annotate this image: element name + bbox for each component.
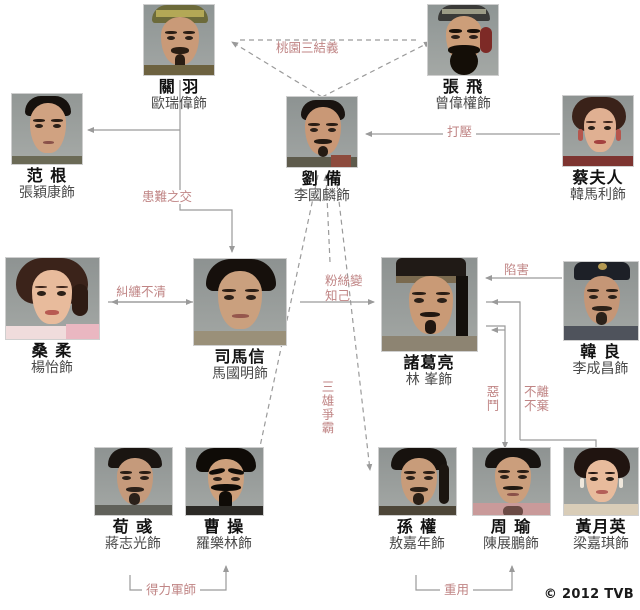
- relation-label-suppress: 打壓: [443, 125, 477, 139]
- copyright-notice: © 2012 TVB: [543, 587, 634, 602]
- character-actor: 李成昌飾: [572, 361, 629, 378]
- character-photo-zhangfei[interactable]: [427, 4, 499, 76]
- relation-label-line1: 粉絲變: [325, 273, 363, 288]
- character-photo-liubei[interactable]: [286, 96, 358, 168]
- character-actor: 韓馬利飾: [570, 187, 626, 204]
- character-card-sunquan[interactable]: 孫 權 敖嘉年飾: [376, 447, 458, 552]
- character-card-caocao[interactable]: 曹 操 羅樂林飾: [183, 447, 265, 552]
- character-actor: 陳展鵬飾: [483, 536, 539, 553]
- character-card-hanliang[interactable]: 韓 良 李成昌飾: [561, 261, 640, 377]
- character-name: 蔡夫人: [572, 168, 624, 187]
- character-photo-sunquan[interactable]: [377, 447, 457, 516]
- relation-label-sworn-brothers: 桃園三結義: [276, 40, 339, 55]
- character-card-huangyueying[interactable]: 黃月英 梁嘉琪飾: [562, 447, 640, 552]
- relation-label-line2: 知己: [325, 287, 351, 303]
- character-photo-caocao[interactable]: [184, 447, 264, 516]
- character-photo-hanliang[interactable]: [562, 261, 639, 341]
- relation-label-line2: 爭霸: [321, 406, 335, 436]
- character-photo-huangyueying[interactable]: [563, 447, 639, 516]
- character-photo-xunyu[interactable]: [93, 447, 173, 516]
- character-actor: 歐瑞偉飾: [151, 96, 207, 113]
- character-photo-zhouyu[interactable]: [471, 447, 551, 516]
- relation-label-frame-up: 陷害: [501, 263, 533, 277]
- character-card-zhugeliang[interactable]: 諸葛亮 林 峯飾: [380, 257, 478, 388]
- character-name: 周 瑜: [490, 517, 532, 536]
- character-name: 荀 彧: [112, 517, 154, 536]
- character-actor: 敖嘉年飾: [389, 536, 445, 553]
- character-card-simaxin[interactable]: 司馬信 馬國明飾: [190, 258, 290, 382]
- character-actor: 林 峯飾: [405, 372, 453, 389]
- character-actor: 張穎康飾: [19, 185, 75, 202]
- character-actor: 李國麟飾: [294, 188, 350, 205]
- relation-label-fierce-fight: 惡 鬥: [486, 384, 500, 414]
- character-name: 韓 良: [580, 342, 621, 361]
- relation-label-entangled: 糾纏不清: [113, 285, 170, 299]
- character-actor: 曾偉權飾: [435, 96, 491, 113]
- character-actor: 楊怡飾: [31, 360, 73, 377]
- character-name: 曹 操: [203, 517, 245, 536]
- relation-label-hardship-friend: 患難之交: [139, 190, 196, 204]
- character-name: 諸葛亮: [403, 353, 455, 372]
- relation-label-reuse: 重用: [440, 583, 474, 597]
- character-actor: 蔣志光飾: [105, 536, 161, 553]
- relation-label-line1: 不離: [524, 384, 550, 399]
- character-card-zhangfei[interactable]: 張 飛 曾偉權飾: [418, 4, 508, 112]
- relation-label-able-strategist: 得力軍師: [142, 583, 201, 597]
- character-photo-madamcai[interactable]: [562, 95, 634, 167]
- relation-label-line1: 三雄: [321, 379, 335, 408]
- character-actor: 羅樂林飾: [196, 536, 252, 553]
- relation-label-line1: 惡: [486, 384, 500, 399]
- character-photo-guanyu[interactable]: [143, 4, 215, 76]
- character-actor: 馬國明飾: [212, 366, 268, 383]
- character-card-sangrou[interactable]: 桑 柔 楊怡飾: [4, 257, 100, 376]
- character-card-madamcai[interactable]: 蔡夫人 韓馬利飾: [557, 95, 639, 203]
- character-photo-zhugeliang[interactable]: [380, 257, 478, 352]
- character-name: 孫 權: [396, 517, 438, 536]
- character-actor: 梁嘉琪飾: [573, 536, 629, 553]
- relation-label-fan-to-confidant: 粉絲變 知己: [325, 273, 367, 304]
- character-name: 范 根: [26, 166, 68, 185]
- relation-label-three-heroes: 三雄 爭霸: [320, 380, 336, 435]
- relation-label-never-abandon: 不離 不棄: [524, 384, 552, 414]
- character-photo-sangrou[interactable]: [4, 257, 100, 340]
- relation-label-line2: 不棄: [524, 398, 550, 414]
- character-name: 張 飛: [442, 77, 484, 96]
- character-card-xunyu[interactable]: 荀 彧 蔣志光飾: [92, 447, 174, 552]
- character-name: 關 羽: [158, 77, 200, 96]
- character-card-liubei[interactable]: 劉 備 李國麟飾: [277, 96, 367, 204]
- character-card-fangen[interactable]: 范 根 張穎康飾: [2, 93, 92, 201]
- character-photo-fangen[interactable]: [11, 93, 83, 165]
- character-card-zhouyu[interactable]: 周 瑜 陳展鵬飾: [470, 447, 552, 552]
- character-name: 司馬信: [214, 347, 266, 366]
- character-name: 黃月英: [575, 517, 627, 536]
- character-name: 桑 柔: [31, 341, 73, 360]
- relation-label-line2: 鬥: [486, 398, 500, 414]
- character-card-guanyu[interactable]: 關 羽 歐瑞偉飾: [134, 4, 224, 112]
- character-name: 劉 備: [301, 169, 343, 188]
- character-photo-simaxin[interactable]: [193, 258, 287, 346]
